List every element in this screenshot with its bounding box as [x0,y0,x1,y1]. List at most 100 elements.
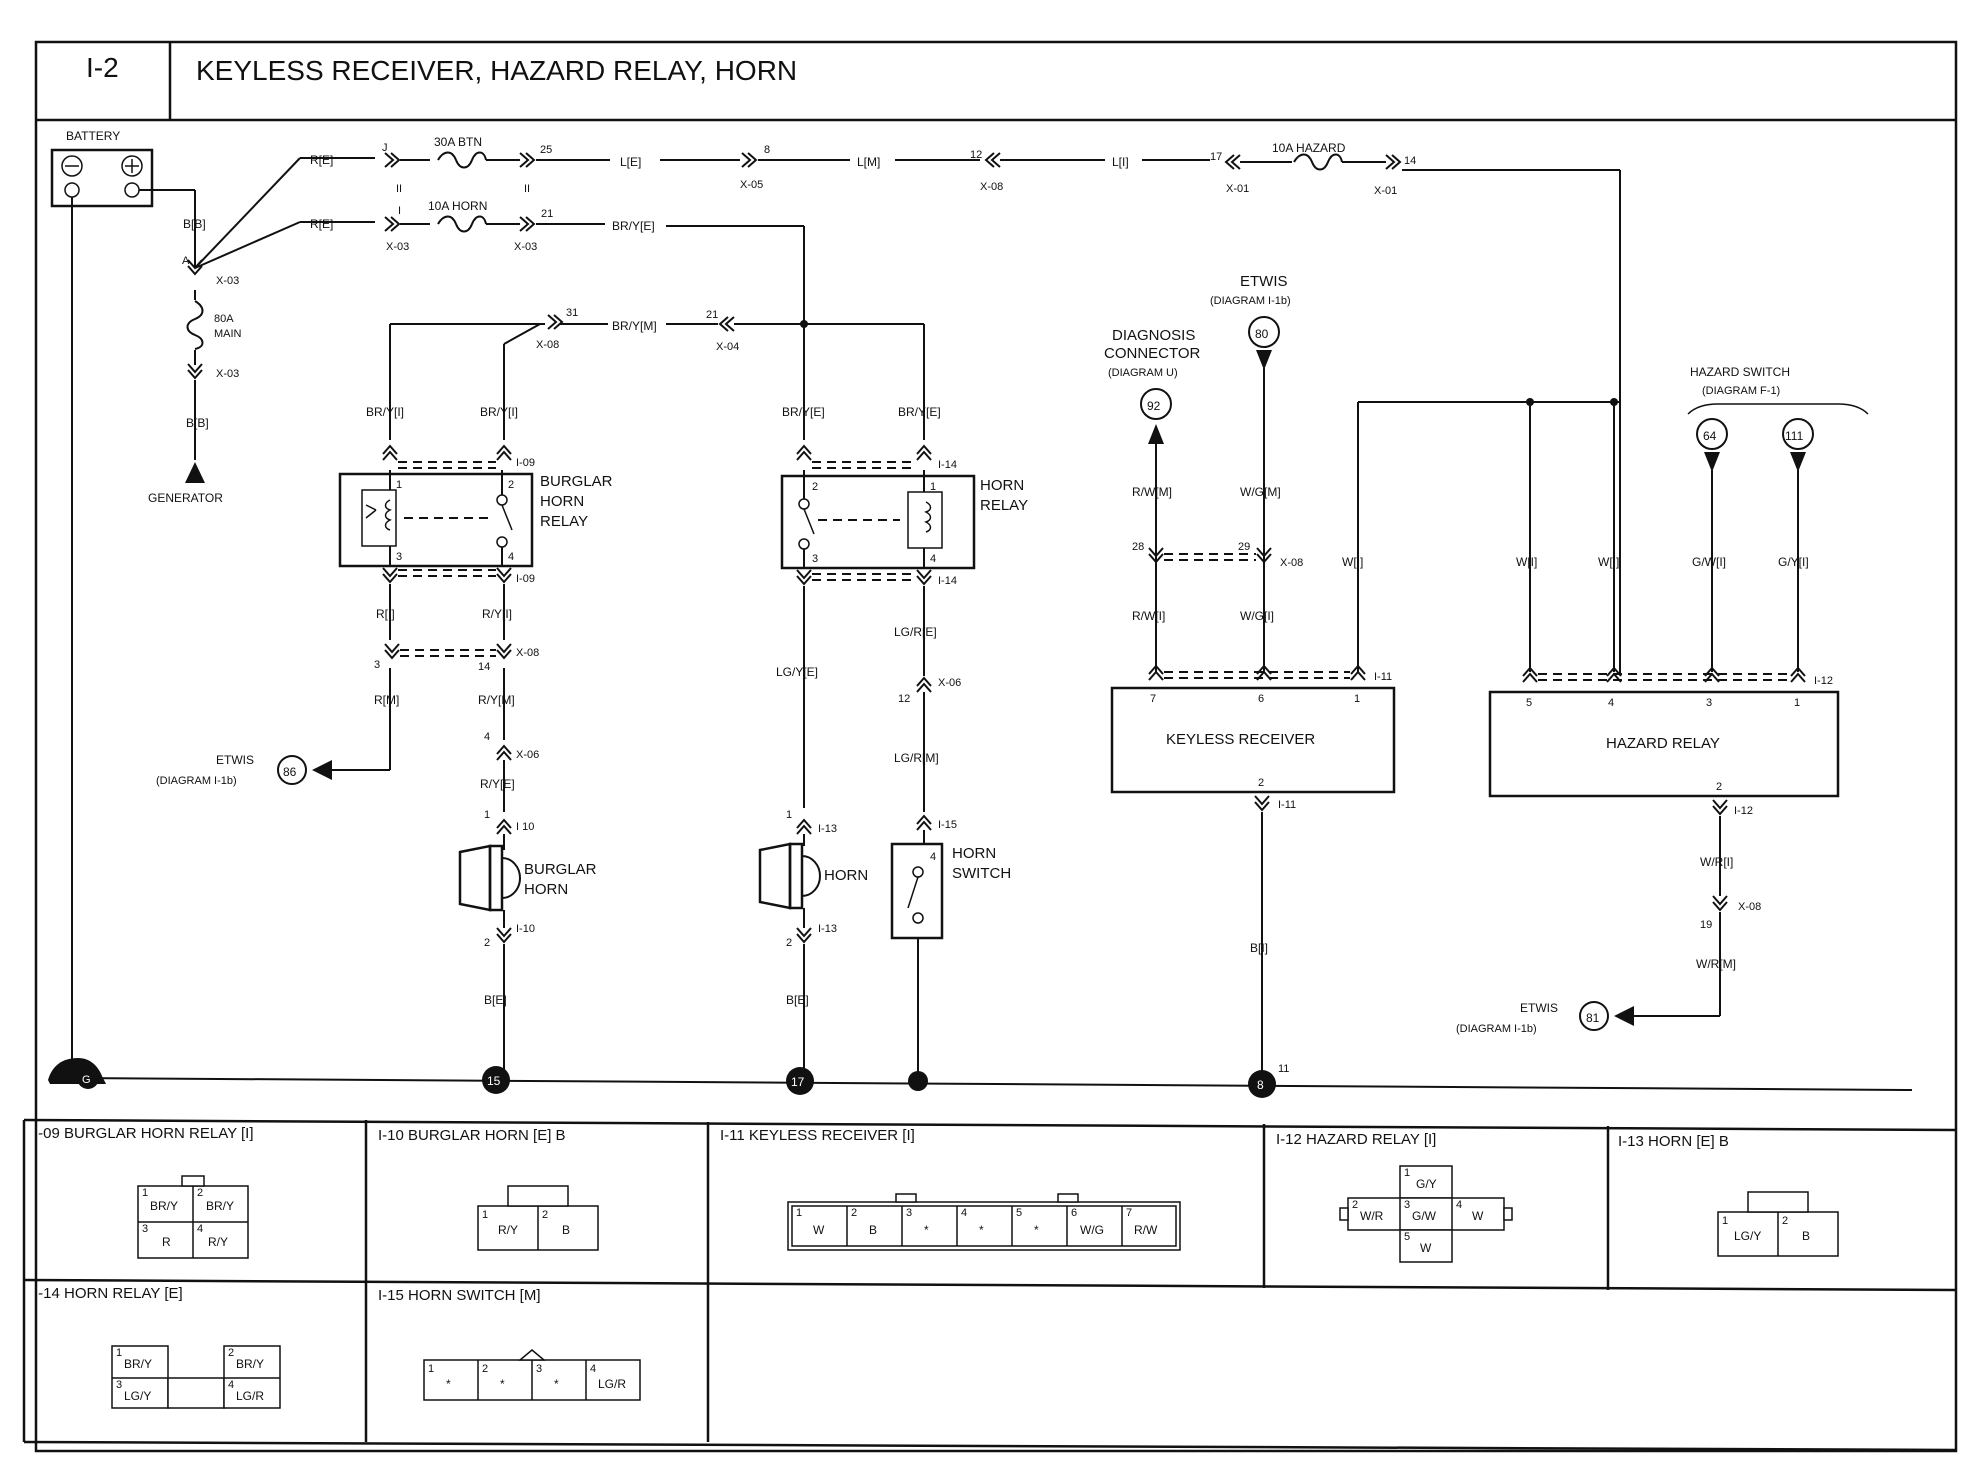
svg-text:X-08: X-08 [1280,557,1303,569]
svg-text:R/W: R/W [1134,1223,1158,1237]
keyless-receiver [1110,686,1396,794]
svg-text:2: 2 [482,1363,488,1375]
svg-text:BR/Y: BR/Y [150,1199,178,1213]
svg-text:2: 2 [812,481,818,493]
svg-text:5: 5 [1016,1207,1022,1219]
ref-92-icon [1140,388,1172,420]
svg-text:4: 4 [961,1207,967,1219]
svg-text:B[B]: B[B] [186,416,209,430]
diagram-frame [34,40,1958,1453]
svg-text:X-08: X-08 [536,339,559,351]
svg-text:G: G [82,1074,91,1086]
svg-text:*: * [446,1377,451,1391]
svg-text:4: 4 [930,553,936,565]
svg-text:17: 17 [1210,151,1222,163]
svg-text:BATTERY: BATTERY [66,129,120,143]
burglar-horn-relay [338,472,534,568]
svg-text:29: 29 [1238,541,1250,553]
svg-text:80: 80 [1255,327,1269,341]
svg-text:I-13: I-13 [818,923,837,935]
svg-text:2: 2 [484,937,490,949]
ground-17-icon [786,1067,814,1095]
svg-text:I-12: I-12 [1734,805,1753,817]
svg-text:R/Y: R/Y [208,1235,228,1249]
svg-text:G/Y: G/Y [1416,1177,1437,1191]
svg-text:G/W: G/W [1412,1209,1437,1223]
svg-text:R/Y[E]: R/Y[E] [480,777,515,791]
ground-15-icon [482,1066,510,1094]
svg-text:3: 3 [536,1363,542,1375]
svg-text:W: W [1420,1241,1432,1255]
svg-text:X-05: X-05 [740,179,763,191]
battery: BATTERY [50,129,154,208]
svg-text:21: 21 [706,309,718,321]
svg-text:4: 4 [508,551,514,563]
svg-text:3: 3 [116,1379,122,1391]
svg-text:15: 15 [487,1074,501,1088]
svg-text:W/G[M]: W/G[M] [1240,485,1281,499]
svg-text:BR/Y[E]: BR/Y[E] [898,405,941,419]
svg-text:X-01: X-01 [1374,185,1397,197]
svg-text:W: W [1472,1209,1484,1223]
svg-text:6: 6 [1071,1207,1077,1219]
svg-text:1: 1 [1354,693,1360,705]
svg-text:R[I]: R[I] [376,607,395,621]
svg-text:R/Y[I]: R/Y[I] [482,607,512,621]
svg-text:X-08: X-08 [1738,901,1761,913]
svg-text:2: 2 [542,1209,548,1221]
svg-text:28: 28 [1132,541,1144,553]
svg-text:10A HAZARD: 10A HAZARD [1272,141,1346,155]
svg-text:8: 8 [764,144,770,156]
svg-text:I-11: I-11 [1278,799,1296,811]
svg-text:2: 2 [508,479,514,491]
svg-text:14: 14 [478,661,490,673]
svg-text:X-03: X-03 [216,368,239,380]
svg-text:1: 1 [116,1347,122,1359]
svg-text:B[I]: B[I] [1250,941,1268,955]
svg-text:BURGLAR: BURGLAR [524,861,597,878]
svg-text:30A BTN: 30A BTN [434,135,482,149]
svg-text:19: 19 [1700,919,1712,931]
svg-text:BR/Y[E]: BR/Y[E] [612,219,655,233]
svg-text:R: R [162,1235,171,1249]
svg-text:LG/Y: LG/Y [124,1389,151,1403]
svg-text:X-03: X-03 [216,275,239,287]
svg-text:111: 111 [1785,429,1804,443]
svg-text:31: 31 [566,307,578,319]
svg-text:5: 5 [1526,697,1532,709]
svg-text:(DIAGRAM I-1b): (DIAGRAM I-1b) [1210,295,1291,307]
svg-text:BR/Y: BR/Y [236,1357,264,1371]
page-title: KEYLESS RECEIVER, HAZARD RELAY, HORN [196,55,797,86]
svg-text:L[M]: L[M] [857,155,880,169]
svg-text:RELAY: RELAY [980,497,1028,514]
svg-text:ETWIS: ETWIS [1520,1001,1558,1015]
svg-text:DIAGNOSIS: DIAGNOSIS [1112,327,1195,344]
svg-text:BR/Y[E]: BR/Y[E] [782,405,825,419]
svg-text:I-11 KEYLESS RECEIVER [I]: I-11 KEYLESS RECEIVER [I] [720,1127,915,1144]
svg-text:I-14 HORN RELAY [E]: I-14 HORN RELAY [E] [34,1285,183,1302]
svg-text:1: 1 [1404,1167,1410,1179]
svg-text:W[I]: W[I] [1598,555,1619,569]
svg-text:B[E]: B[E] [484,993,507,1007]
svg-text:64: 64 [1703,429,1717,443]
svg-text:R/Y: R/Y [498,1223,518,1237]
connector-view-i14: I-14 HORN RELAY [E] 1 2 3 4 BR/Y BR/Y LG… [34,1285,281,1409]
svg-text:I-10 BURGLAR HORN [E] B: I-10 BURGLAR HORN [E] B [378,1127,566,1144]
svg-text:ETWIS: ETWIS [216,753,254,767]
svg-text:I-12: I-12 [1814,675,1833,687]
svg-text:3: 3 [812,553,818,565]
svg-text:12: 12 [970,149,982,161]
svg-text:W/G[I]: W/G[I] [1240,609,1274,623]
svg-text:2: 2 [851,1207,857,1219]
connector-view-i10: I-10 BURGLAR HORN [E] B 1 2 R/Y B [378,1127,599,1251]
svg-text:92: 92 [1147,399,1161,413]
svg-text:J: J [382,142,388,154]
svg-text:MAIN: MAIN [214,328,242,340]
svg-text:LG/R[E]: LG/R[E] [894,625,937,639]
connector-view-i15: I-15 HORN SWITCH [M] 1 2 3 4 * * * LG/R [378,1287,641,1401]
svg-text:R/Y[M]: R/Y[M] [478,693,515,707]
svg-text:7: 7 [1150,693,1156,705]
svg-text:B: B [869,1223,877,1237]
svg-text:HAZARD RELAY: HAZARD RELAY [1606,735,1720,752]
